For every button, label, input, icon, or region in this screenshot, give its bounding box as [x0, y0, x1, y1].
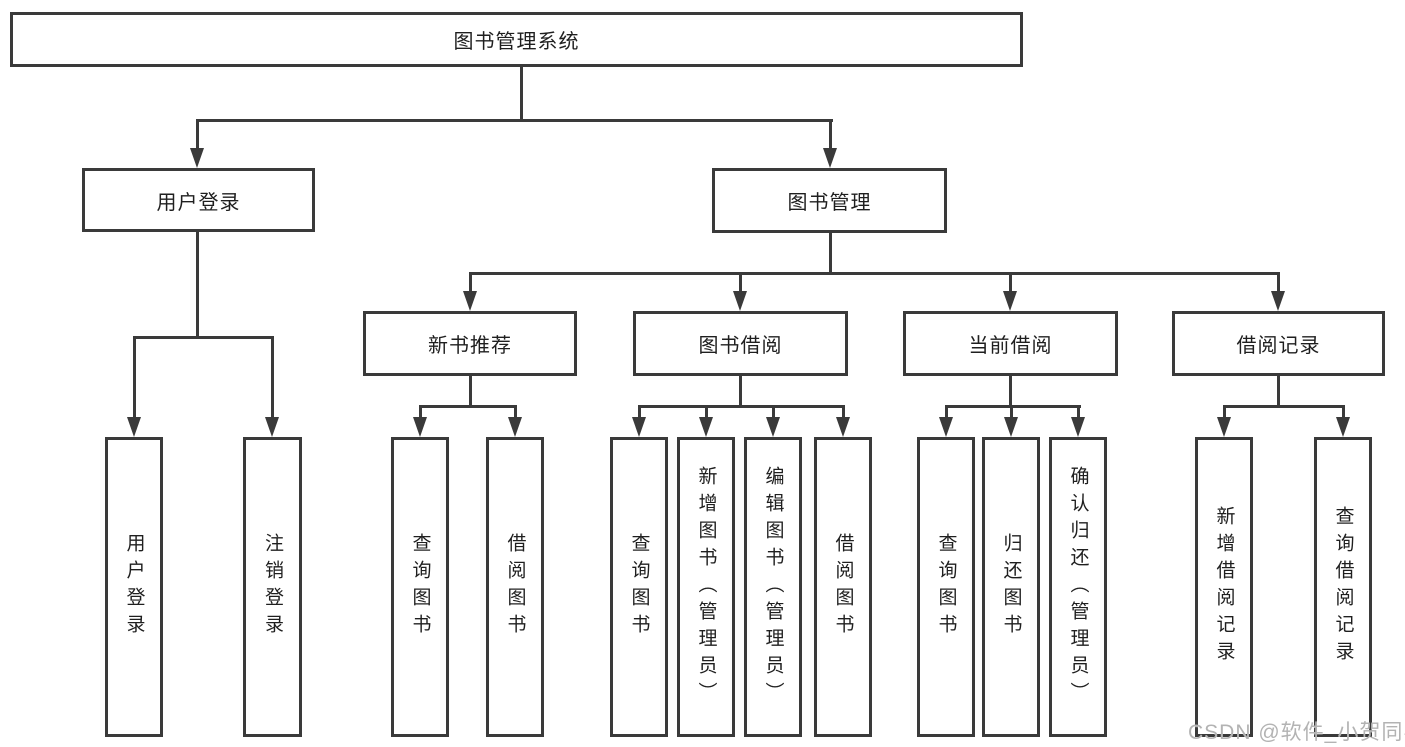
arrow-down-icon [836, 417, 850, 437]
arrow-down-icon [939, 417, 953, 437]
node-borrow-records: 借阅记录 [1172, 311, 1385, 376]
connector-to-leaf [133, 336, 136, 419]
connector-to-level3 [1009, 272, 1012, 293]
leaf-user-login: 用户登录 [105, 437, 163, 737]
connector-leaf-bar [945, 405, 1081, 408]
csdn-watermark: CSDN @软件_小贺同学 [1188, 721, 1405, 744]
leaf-label: 借阅图书 [832, 533, 854, 641]
arrow-down-icon [632, 417, 646, 437]
arrow-down-icon [699, 417, 713, 437]
arrow-down-icon [733, 291, 747, 311]
node-label: 当前借阅 [968, 335, 1053, 357]
leaf-query-borrow-record: 查询借阅记录 [1314, 437, 1372, 737]
connector-root-trunk [520, 67, 523, 120]
leaf-label: 新增借阅记录 [1213, 506, 1235, 668]
connector-leaf-bar [1223, 405, 1345, 408]
connector-to-leaf [842, 405, 845, 419]
arrow-down-icon [127, 417, 141, 437]
node-new-book-recommend: 新书推荐 [363, 311, 577, 376]
leaf-label: 注销登录 [262, 533, 283, 641]
leaf-query-books-current: 查询图书 [917, 437, 975, 737]
connector-user-stem [196, 232, 199, 336]
node-book-borrowing: 图书借阅 [633, 311, 848, 376]
node-label: 用户登录 [156, 191, 241, 214]
arrow-down-icon [1004, 417, 1018, 437]
leaf-label: 用户登录 [123, 533, 145, 641]
arrow-down-icon [1336, 417, 1350, 437]
connector-to-level3 [1277, 272, 1280, 293]
connector-leaf-bar [419, 405, 517, 408]
leaf-edit-books-admin: 编辑图书（管理员） [744, 437, 802, 737]
connector-stem [739, 376, 742, 405]
leaf-label: 编辑图书（管理员） [762, 465, 784, 709]
connector-stem [1009, 376, 1012, 405]
connector-level2-bar [196, 119, 833, 122]
connector-to-user-login [196, 119, 199, 150]
connector-to-leaf [1342, 405, 1345, 419]
connector-user-bar [133, 336, 274, 339]
arrow-down-icon [265, 417, 279, 437]
node-label: 图书管理 [787, 192, 872, 214]
node-user-login: 用户登录 [82, 168, 315, 232]
arrow-down-icon [1217, 417, 1231, 437]
node-current-borrowing: 当前借阅 [903, 311, 1118, 376]
connector-to-leaf [1010, 405, 1013, 419]
arrow-down-icon [508, 417, 522, 437]
connector-to-leaf [945, 405, 948, 419]
connector-to-book-mgmt [829, 119, 832, 150]
leaf-label: 查询借阅记录 [1332, 506, 1354, 668]
connector-to-leaf [419, 405, 422, 419]
leaf-borrow-books-recommend: 借阅图书 [486, 437, 544, 737]
arrow-down-icon [766, 417, 780, 437]
connector-to-leaf [1077, 405, 1080, 419]
connector-to-leaf [772, 405, 775, 419]
node-label: 图书借阅 [698, 335, 783, 357]
node-label: 借阅记录 [1236, 335, 1321, 357]
connector-to-level3 [739, 272, 742, 293]
node-label: 新书推荐 [428, 335, 512, 357]
connector-stem [469, 376, 472, 405]
node-label: 图书管理系统 [453, 31, 580, 53]
node-library-system: 图书管理系统 [10, 12, 1023, 67]
leaf-confirm-return-admin: 确认归还（管理员） [1049, 437, 1107, 737]
leaf-label: 新增图书（管理员） [695, 465, 717, 709]
leaf-label: 确认归还（管理员） [1067, 465, 1089, 709]
connector-to-leaf [271, 336, 274, 419]
connector-stem [1277, 376, 1280, 405]
leaf-label: 查询图书 [628, 533, 650, 641]
leaf-query-books-recommend: 查询图书 [391, 437, 449, 737]
connector-to-leaf [638, 405, 641, 419]
connector-level3-bar [469, 272, 1280, 275]
arrow-down-icon [463, 291, 477, 311]
connector-to-leaf [514, 405, 517, 419]
leaf-label: 查询图书 [935, 533, 957, 641]
leaf-label: 归还图书 [1000, 533, 1022, 641]
leaf-add-borrow-record: 新增借阅记录 [1195, 437, 1253, 737]
connector-book-stem [829, 233, 832, 272]
connector-to-leaf [1223, 405, 1226, 419]
leaf-query-books-borrowing: 查询图书 [610, 437, 668, 737]
arrow-down-icon [823, 148, 837, 168]
arrow-down-icon [1003, 291, 1017, 311]
arrow-down-icon [1271, 291, 1285, 311]
leaf-borrow-books: 借阅图书 [814, 437, 872, 737]
leaf-label: 查询图书 [409, 533, 431, 641]
arrow-down-icon [190, 148, 204, 168]
connector-to-level3 [469, 272, 472, 293]
arrow-down-icon [1071, 417, 1085, 437]
leaf-return-books: 归还图书 [982, 437, 1040, 737]
node-book-management: 图书管理 [712, 168, 947, 233]
leaf-add-books-admin: 新增图书（管理员） [677, 437, 735, 737]
arrow-down-icon [413, 417, 427, 437]
leaf-logout: 注销登录 [243, 437, 302, 737]
connector-to-leaf [705, 405, 708, 419]
connector-leaf-bar [638, 405, 845, 408]
leaf-label: 借阅图书 [504, 533, 526, 641]
